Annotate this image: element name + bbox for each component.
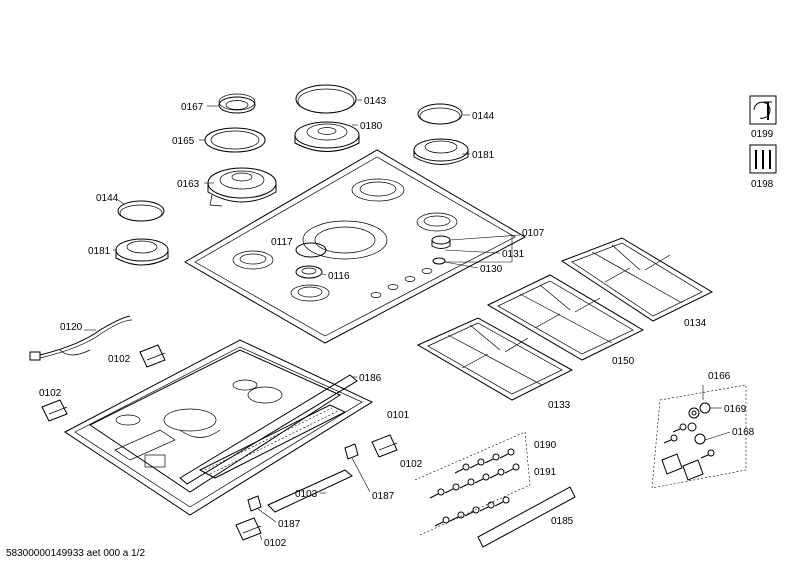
part-0187-spring-a[interactable] <box>344 443 359 460</box>
label-0168: 0168 <box>732 427 755 438</box>
service-tool-icon[interactable] <box>749 95 777 125</box>
part-0144-cap-top[interactable] <box>417 103 463 125</box>
document-footer: 58300000149933 aet 000 a 1/2 <box>6 548 145 559</box>
part-0120-power-cable[interactable] <box>29 315 133 361</box>
label-0167: 0167 <box>181 102 204 113</box>
label-0191: 0191 <box>534 467 557 478</box>
part-0187-spring-b[interactable] <box>247 495 262 512</box>
part-0181-burner-left[interactable] <box>115 238 169 266</box>
label-0144-top: 0144 <box>472 111 495 122</box>
part-0185-trim-strip[interactable] <box>477 486 576 548</box>
part-0133-pan-support[interactable] <box>416 317 574 401</box>
part-hob-top-plate[interactable] <box>184 149 527 344</box>
label-0134: 0134 <box>684 318 707 329</box>
label-0187-a: 0187 <box>372 491 395 502</box>
part-0102-clip-b[interactable] <box>41 399 68 422</box>
label-0180: 0180 <box>360 121 383 132</box>
label-0117: 0117 <box>271 237 293 248</box>
part-0181-burner-top[interactable] <box>413 138 469 165</box>
label-0150: 0150 <box>612 356 635 367</box>
label-0181-left: 0181 <box>88 246 111 257</box>
part-0102-clip-c[interactable] <box>371 434 398 458</box>
label-0107: 0107 <box>522 228 545 239</box>
part-0150-pan-support[interactable] <box>486 274 645 361</box>
label-0181-top: 0181 <box>472 150 495 161</box>
part-0186-bar[interactable] <box>179 374 358 485</box>
part-0165-ring[interactable] <box>204 127 266 153</box>
label-0102-d: 0102 <box>264 538 287 549</box>
part-0103-strip[interactable] <box>267 469 353 513</box>
tools-kit-icon[interactable] <box>749 144 777 174</box>
label-0185: 0185 <box>551 516 574 527</box>
label-0130: 0130 <box>480 264 503 275</box>
part-0130-knob-seal[interactable] <box>432 257 446 265</box>
label-0103: 0103 <box>295 489 318 500</box>
label-0101: 0101 <box>387 410 410 421</box>
label-0102-c: 0102 <box>400 459 423 470</box>
label-0133: 0133 <box>548 400 571 411</box>
part-base-tray[interactable] <box>64 339 374 516</box>
label-0169: 0169 <box>724 404 747 415</box>
label-0131: 0131 <box>502 249 525 260</box>
part-0190-screw-set[interactable] <box>414 431 531 536</box>
part-0167-burner-ring[interactable] <box>218 93 256 114</box>
label-0186: 0186 <box>359 373 382 384</box>
part-0163-burner[interactable] <box>207 167 277 207</box>
part-0180-burner[interactable] <box>294 121 360 152</box>
part-0116-small-burner[interactable] <box>295 265 323 279</box>
label-0120: 0120 <box>60 322 83 333</box>
part-0134-pan-support[interactable] <box>560 237 714 322</box>
label-0166: 0166 <box>708 371 731 382</box>
label-0199: 0199 <box>751 129 774 140</box>
label-0102-b: 0102 <box>39 388 62 399</box>
label-0143: 0143 <box>364 96 387 107</box>
part-0107-knob[interactable] <box>431 235 451 249</box>
label-0165: 0165 <box>172 136 195 147</box>
part-0144-cap-left[interactable] <box>117 200 165 222</box>
part-0102-clip-a[interactable] <box>139 344 166 368</box>
label-0187-b: 0187 <box>278 519 301 530</box>
part-0143-burner-cap[interactable] <box>295 84 357 114</box>
label-0144-left: 0144 <box>96 193 119 204</box>
part-0166-fitting-kit[interactable] <box>651 384 747 489</box>
label-0116: 0116 <box>328 271 350 282</box>
label-0198: 0198 <box>751 179 774 190</box>
part-0102-clip-d[interactable] <box>235 517 262 541</box>
part-0117-small-cap[interactable] <box>295 242 327 258</box>
label-0163: 0163 <box>177 179 200 190</box>
label-0190: 0190 <box>534 440 557 451</box>
label-0102-a: 0102 <box>108 354 131 365</box>
